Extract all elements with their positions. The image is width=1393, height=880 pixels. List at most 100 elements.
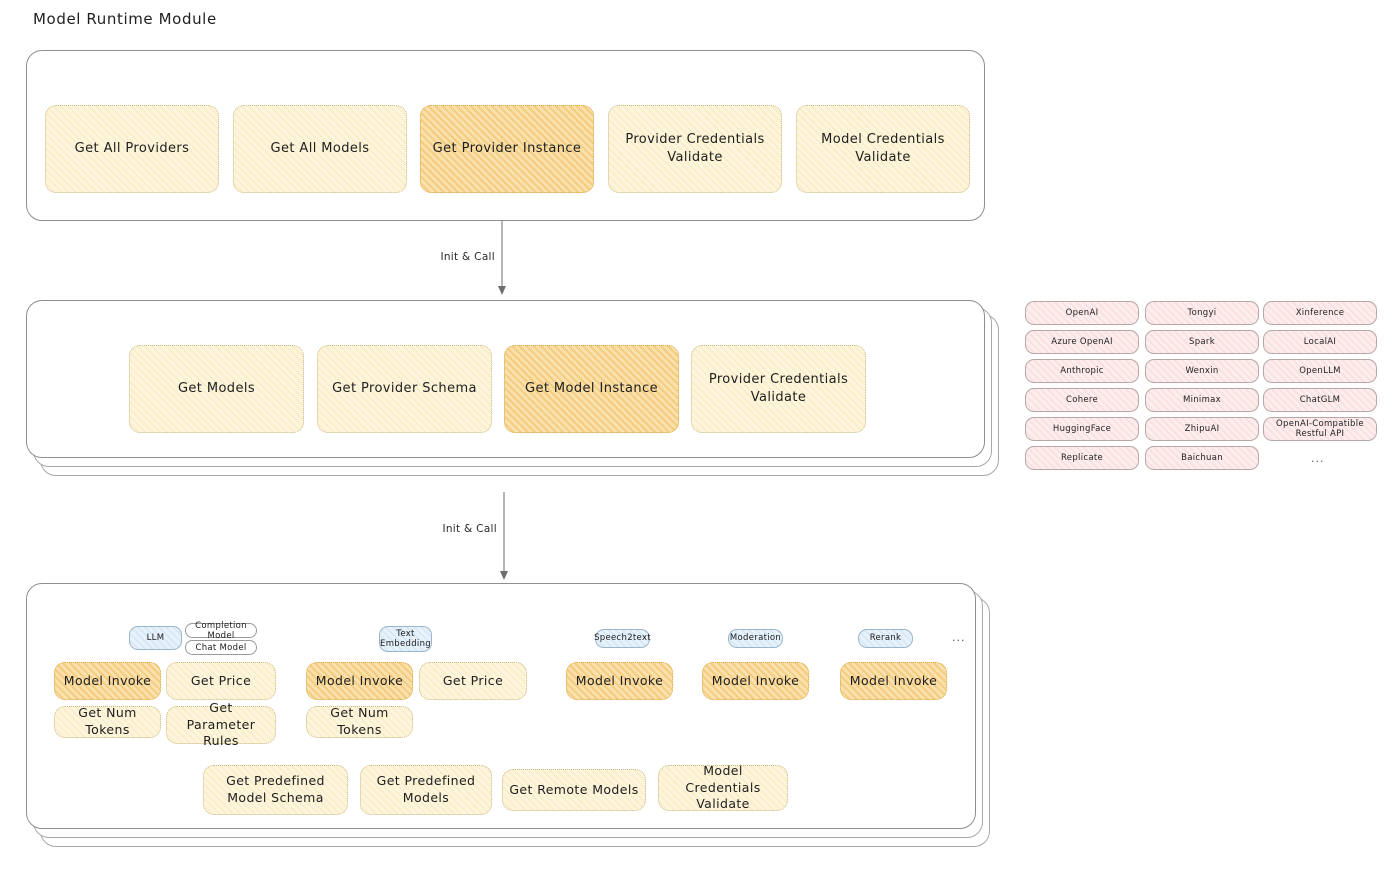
llm-box-get-parameter-rules[interactable]: Get Parameter Rules xyxy=(166,700,276,748)
provider-list-more-marker: ... xyxy=(1311,452,1325,465)
text-embedding-box-get-num-tokens[interactable]: Get Num Tokens xyxy=(306,705,413,738)
llm-box-model-invoke[interactable]: Model Invoke xyxy=(54,662,161,700)
chip-label: OpenAI xyxy=(1065,308,1099,318)
model-subtype-chip-chat-model[interactable]: Chat Model xyxy=(185,640,257,655)
model-type-chip-moderation[interactable]: Moderation xyxy=(728,629,783,648)
factory-box-model-credentials-validate[interactable]: Model Credentials Validate xyxy=(796,105,970,193)
model-type-chip-rerank[interactable]: Rerank xyxy=(858,629,913,648)
provider-chip-chatglm[interactable]: ChatGLM xyxy=(1263,388,1377,412)
arrow-line xyxy=(503,492,505,572)
model-box-get-predefined-model-schema[interactable]: Get Predefined Model Schema xyxy=(203,765,348,815)
chip-label: Azure OpenAI xyxy=(1051,337,1113,347)
provider-chip-azure-openai[interactable]: Azure OpenAI xyxy=(1025,330,1139,354)
model-type-chip-llm[interactable]: LLM xyxy=(129,626,182,650)
box-label: Get Provider Schema xyxy=(332,381,477,397)
chip-label: OpenAI-Compatible Restful API xyxy=(1276,419,1364,439)
box-label: Get Predefined Model Schema xyxy=(226,773,325,805)
arrow-label: Init & Call xyxy=(440,251,495,263)
chip-label: Minimax xyxy=(1182,395,1222,405)
chip-label: Anthropic xyxy=(1060,366,1104,376)
factory-box-provider-credentials-validate[interactable]: Provider Credentials Validate xyxy=(608,105,782,193)
llm-box-get-num-tokens[interactable]: Get Num Tokens xyxy=(54,705,161,738)
text-embedding-box-get-price[interactable]: Get Price xyxy=(419,662,527,700)
box-label: Get Predefined Models xyxy=(376,773,476,805)
chip-label: Replicate xyxy=(1060,453,1104,463)
box-label: Get Model Instance xyxy=(525,381,658,397)
model-box-get-remote-models[interactable]: Get Remote Models xyxy=(502,769,646,811)
provider-box-get-models[interactable]: Get Models xyxy=(129,345,304,433)
chip-label: Xinference xyxy=(1295,308,1345,318)
page-title: Model Runtime Module xyxy=(33,10,217,28)
model-box-model-credentials-validate[interactable]: Model Credentials Validate xyxy=(658,762,788,812)
chip-label: Spark xyxy=(1189,337,1215,347)
provider-chip-cohere[interactable]: Cohere xyxy=(1025,388,1139,412)
chip-label: Cohere xyxy=(1065,395,1099,405)
box-label: Get All Models xyxy=(270,141,370,157)
arrow-head xyxy=(500,571,508,580)
arrow-head xyxy=(498,286,506,295)
speech2text-box-model-invoke[interactable]: Model Invoke xyxy=(566,662,673,700)
model-box-get-predefined-models[interactable]: Get Predefined Models xyxy=(360,765,492,815)
box-label: Model Invoke xyxy=(315,672,404,688)
box-label: Get Price xyxy=(442,672,504,688)
provider-chip-localai[interactable]: LocalAI xyxy=(1263,330,1377,354)
provider-chip-anthropic[interactable]: Anthropic xyxy=(1025,359,1139,383)
chip-label: LocalAI xyxy=(1303,337,1337,347)
text-embedding-box-model-invoke[interactable]: Model Invoke xyxy=(306,662,413,700)
model-type-chip-text-embedding[interactable]: Text Embedding xyxy=(379,626,432,652)
llm-box-get-price[interactable]: Get Price xyxy=(166,662,276,700)
model-subtype-chip-completion-model[interactable]: Completion Model xyxy=(185,621,257,641)
provider-chip-tongyi[interactable]: Tongyi xyxy=(1145,301,1259,325)
chip-label: Tongyi xyxy=(1187,308,1217,318)
chip-label: ZhipuAI xyxy=(1184,424,1220,434)
chip-label: Moderation xyxy=(729,633,782,644)
arrow-line xyxy=(501,221,503,287)
chip-label: Baichuan xyxy=(1181,453,1223,463)
provider-chip-openai[interactable]: OpenAI xyxy=(1025,301,1139,325)
provider-chip-openai-compatible-restful-api[interactable]: OpenAI-Compatible Restful API xyxy=(1263,417,1377,441)
factory-box-get-provider-instance[interactable]: Get Provider Instance xyxy=(420,105,594,193)
box-label: Get Num Tokens xyxy=(330,705,389,737)
chip-label: Text Embedding xyxy=(380,628,431,649)
model-type-chip-speech2text[interactable]: Speech2text xyxy=(594,629,651,648)
chip-label: LLM xyxy=(146,632,165,643)
chip-label: Speech2text xyxy=(594,633,651,644)
box-label: Get Models xyxy=(177,381,256,397)
box-label: Provider Credentials Validate xyxy=(625,132,765,165)
chip-label: Rerank xyxy=(869,633,902,644)
moderation-box-model-invoke[interactable]: Model Invoke xyxy=(702,662,809,700)
chip-label: ChatGLM xyxy=(1299,395,1341,405)
provider-chip-replicate[interactable]: Replicate xyxy=(1025,446,1139,470)
box-label: Get Num Tokens xyxy=(78,705,137,737)
chip-label: Chat Model xyxy=(195,642,247,653)
box-label: Get Provider Instance xyxy=(432,141,582,157)
provider-box-get-provider-schema[interactable]: Get Provider Schema xyxy=(317,345,492,433)
arrow-factory-to-provider: Init & Call xyxy=(440,221,544,297)
chip-label: Wenxin xyxy=(1185,366,1219,376)
factory-box-get-all-models[interactable]: Get All Models xyxy=(233,105,407,193)
box-label: Provider Credentials Validate xyxy=(708,372,849,405)
box-label: Model Invoke xyxy=(575,672,664,688)
box-label: Model Invoke xyxy=(63,672,152,688)
provider-box-provider-credentials-validate[interactable]: Provider Credentials Validate xyxy=(691,345,866,433)
box-label: Model Credentials Validate xyxy=(685,762,761,812)
provider-chip-minimax[interactable]: Minimax xyxy=(1145,388,1259,412)
provider-chip-openllm[interactable]: OpenLLM xyxy=(1263,359,1377,383)
chip-label: HuggingFace xyxy=(1052,424,1112,434)
chip-label: OpenLLM xyxy=(1299,366,1341,376)
model-types-more-marker: ... xyxy=(952,631,966,644)
provider-chip-xinference[interactable]: Xinference xyxy=(1263,301,1377,325)
provider-chip-wenxin[interactable]: Wenxin xyxy=(1145,359,1259,383)
provider-chip-spark[interactable]: Spark xyxy=(1145,330,1259,354)
provider-chip-zhipuai[interactable]: ZhipuAI xyxy=(1145,417,1259,441)
arrow-label: Init & Call xyxy=(442,523,497,535)
box-label: Get Remote Models xyxy=(509,781,639,797)
provider-chip-baichuan[interactable]: Baichuan xyxy=(1145,446,1259,470)
box-label: Model Invoke xyxy=(711,672,800,688)
rerank-box-model-invoke[interactable]: Model Invoke xyxy=(840,662,947,700)
factory-box-get-all-providers[interactable]: Get All Providers xyxy=(45,105,219,193)
provider-chip-huggingface[interactable]: HuggingFace xyxy=(1025,417,1139,441)
provider-box-get-model-instance[interactable]: Get Model Instance xyxy=(504,345,679,433)
box-label: Get Price xyxy=(190,672,252,688)
